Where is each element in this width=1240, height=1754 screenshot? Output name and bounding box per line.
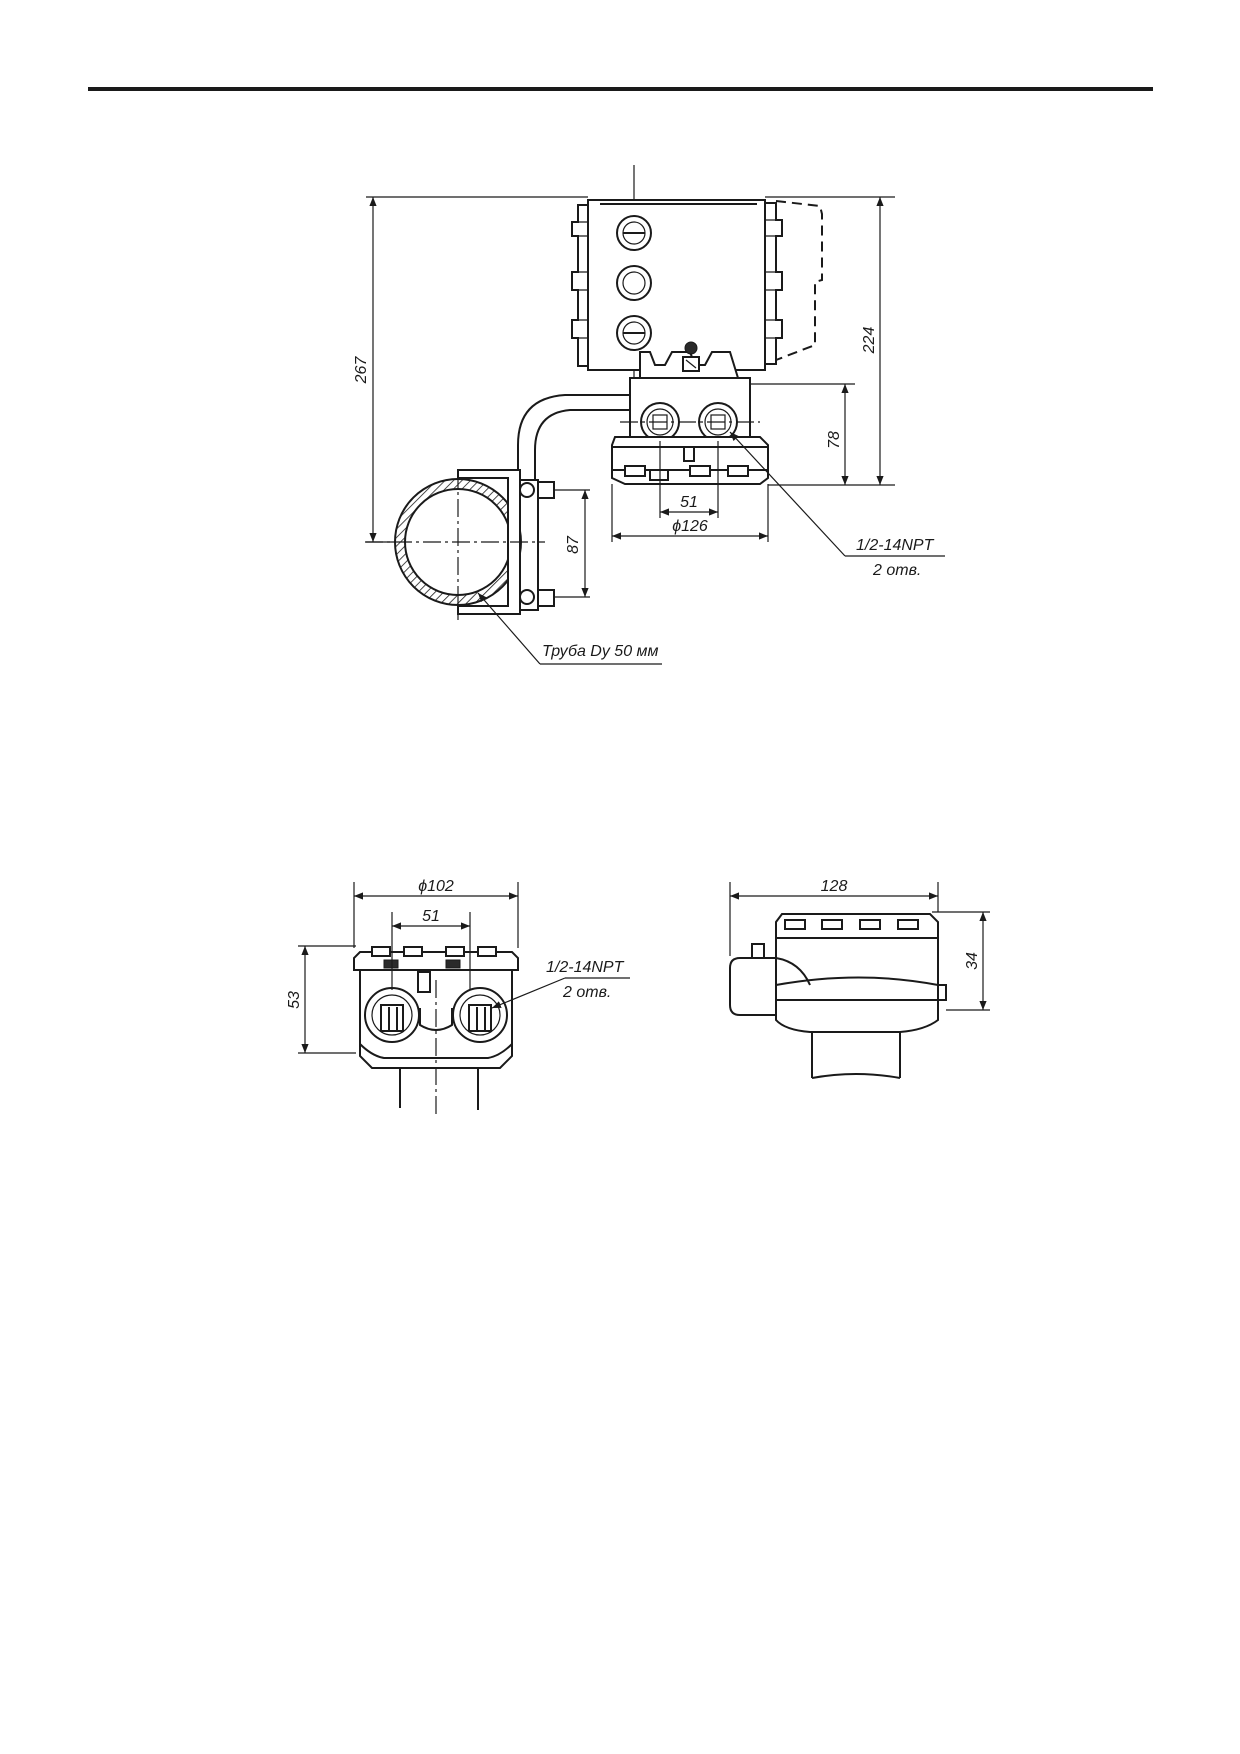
dim-overall-height: 267 (353, 356, 370, 385)
flange-side-body (775, 937, 939, 1033)
callout-port-thread: 1/2-14NPT (856, 537, 935, 554)
flange-front-view (353, 946, 519, 1118)
callout-front-port-count: 2 отв. (562, 984, 611, 1001)
side-view-dimensions: 267 224 78 87 51 ϕ126 (353, 196, 895, 598)
flange-front-dimensions: ϕ102 51 53 (286, 878, 519, 1054)
dim-flange-diameter: ϕ126 (672, 518, 708, 535)
mounting-bracket (517, 394, 630, 485)
callout-pipe-label: Труба Dy 50 мм (542, 643, 659, 660)
side-view-callouts: 1/2-14NPT 2 отв. Труба Dy 50 мм (477, 431, 945, 665)
dim-front-port-spacing: 51 (422, 908, 440, 925)
dim-housing-height: 224 (861, 327, 878, 355)
dim-side-height: 34 (964, 952, 981, 970)
dim-bracket-spacing: 87 (565, 535, 582, 554)
u-bolt-clamp (457, 469, 521, 615)
flange-bolt-heads (624, 446, 749, 481)
flange-side-dimensions: 128 34 (729, 878, 990, 1011)
housing-plugs (616, 215, 652, 351)
housing-right-cap (765, 202, 783, 365)
flange-front-bolts (371, 946, 497, 969)
side-view (365, 165, 823, 620)
dim-flange-height: 78 (826, 431, 843, 449)
flange-side-bolts (784, 919, 919, 930)
dim-side-width: 128 (821, 878, 848, 895)
flange-side-view (729, 913, 947, 1079)
flange-side-port-boss (729, 957, 777, 1016)
housing-left-cap (571, 204, 588, 367)
dim-front-height: 53 (286, 991, 303, 1009)
dim-port-spacing: 51 (680, 494, 698, 511)
dim-front-width: ϕ102 (418, 878, 454, 895)
callout-front-port-thread: 1/2-14NPT (546, 959, 625, 976)
flange-front-callouts: 1/2-14NPT 2 отв. (491, 959, 630, 1009)
electronics-housing (587, 199, 766, 371)
cover-outline-dashed (775, 200, 823, 361)
callout-port-count: 2 отв. (872, 562, 921, 579)
flange-front-stem (399, 1068, 479, 1110)
